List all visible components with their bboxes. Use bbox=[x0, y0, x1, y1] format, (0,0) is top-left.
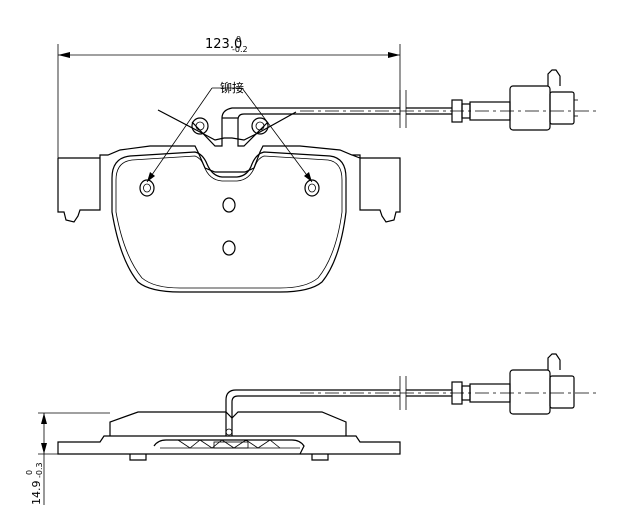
backing-plate-outline bbox=[57, 145, 401, 223]
sensor-connector-side bbox=[451, 353, 575, 415]
pad-hole bbox=[222, 197, 236, 213]
side-backing-plate bbox=[57, 435, 401, 455]
side-view: 14.9 0 -0.3 bbox=[25, 353, 600, 506]
thickness-dimension: 14.9 0 -0.3 bbox=[25, 412, 110, 506]
sensor-cable-side bbox=[300, 376, 600, 410]
side-friction-material bbox=[109, 411, 347, 436]
width-lower-tolerance: -0.2 bbox=[232, 45, 248, 54]
rivet-leader-lines: 铆接 bbox=[146, 80, 313, 183]
rivet-right bbox=[304, 179, 320, 197]
rivet-label: 铆接 bbox=[220, 80, 244, 95]
rivet-left bbox=[139, 179, 155, 197]
sensor-cable-top bbox=[300, 90, 600, 128]
side-clips bbox=[129, 439, 329, 461]
thickness-upper-tolerance: 0 bbox=[25, 470, 34, 475]
wear-sensor-clip bbox=[157, 107, 400, 147]
pad-hole bbox=[222, 240, 236, 256]
width-upper-tolerance: 0 bbox=[236, 35, 241, 44]
width-nominal: 123.0 bbox=[205, 37, 242, 52]
sensor-connector-top bbox=[451, 69, 578, 131]
friction-material-outline bbox=[111, 151, 347, 293]
top-view: 123.0 0 -0.2 bbox=[57, 35, 600, 293]
thickness-nominal: 14.9 bbox=[30, 481, 43, 506]
side-sensor-wire bbox=[225, 389, 400, 436]
thickness-lower-tolerance: -0.3 bbox=[35, 462, 44, 478]
width-dimension: 123.0 0 -0.2 bbox=[57, 35, 401, 160]
